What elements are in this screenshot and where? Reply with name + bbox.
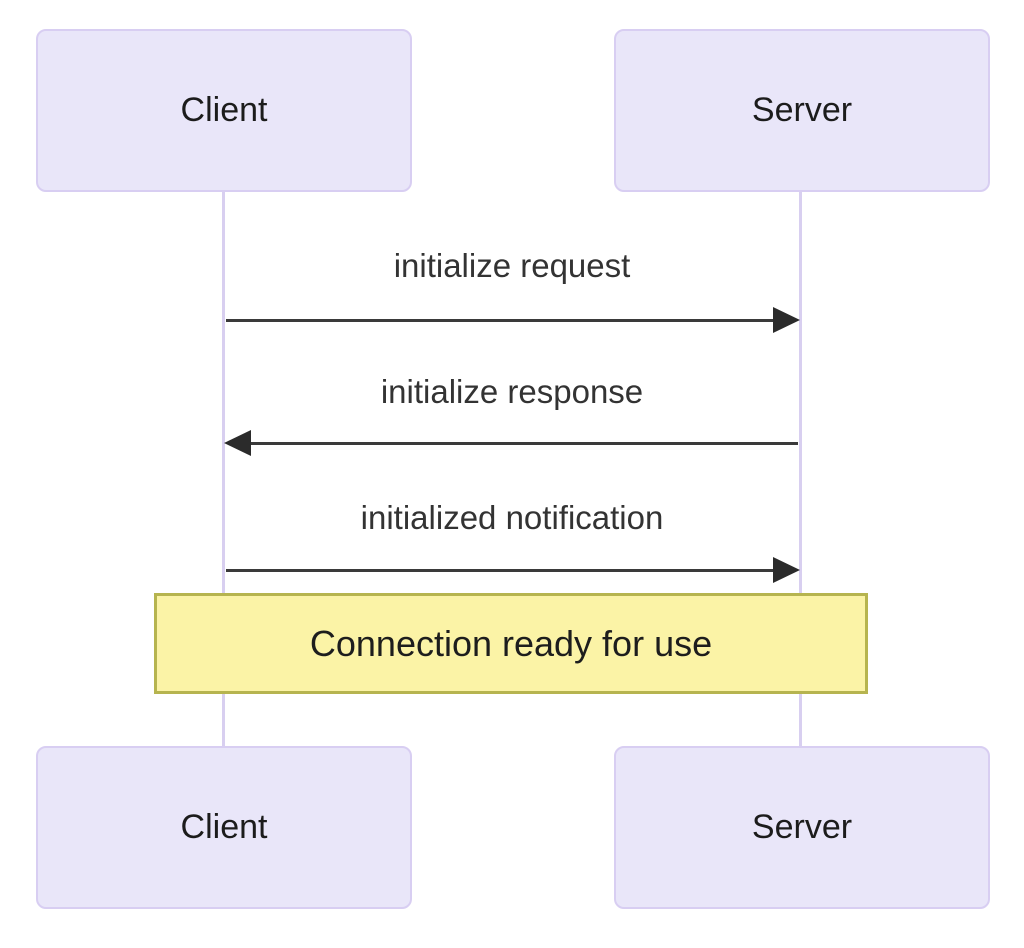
message-arrow-initialized-notification xyxy=(226,569,776,572)
lifeline-server xyxy=(799,192,802,746)
message-arrow-initialize-request xyxy=(226,319,776,322)
actor-label-server-top: Server xyxy=(751,91,853,129)
arrowhead-right-icon xyxy=(773,307,800,333)
message-arrow-initialize-response xyxy=(248,442,798,445)
arrowhead-right-icon xyxy=(773,557,800,583)
actor-label-client-top: Client xyxy=(180,91,268,129)
actor-box-server-bottom: Server xyxy=(614,746,990,909)
note-text: Connection ready for use xyxy=(309,622,713,664)
actor-label-client-bottom: Client xyxy=(180,808,268,846)
actor-box-client-top: Client xyxy=(36,29,412,192)
message-label-initialize-response: initialize response xyxy=(380,373,644,410)
actor-box-server-top: Server xyxy=(614,29,990,192)
lifeline-client xyxy=(222,192,225,746)
message-label-initialized-notification: initialized notification xyxy=(360,499,664,536)
arrowhead-left-icon xyxy=(224,430,251,456)
message-label-initialize-request: initialize request xyxy=(393,247,631,284)
actor-label-server-bottom: Server xyxy=(751,808,853,846)
actor-box-client-bottom: Client xyxy=(36,746,412,909)
note-connection-ready: Connection ready for use xyxy=(154,593,868,694)
